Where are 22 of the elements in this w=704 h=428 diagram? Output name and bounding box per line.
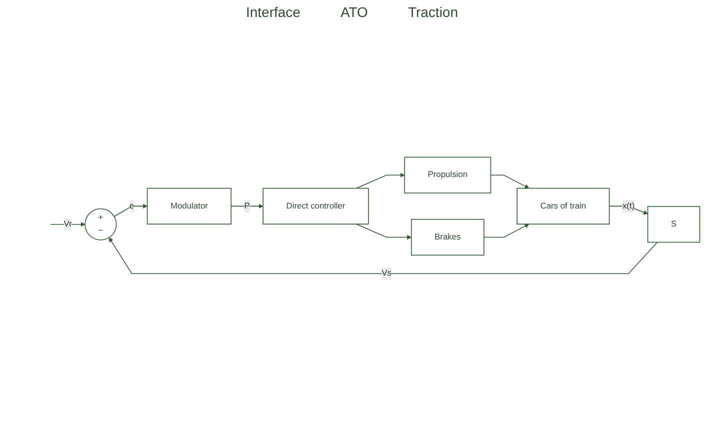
- node-box: Brakes: [410, 219, 484, 256]
- arrow: [230, 204, 264, 209]
- node-box: Direct controller: [262, 188, 369, 225]
- node-box: Cars of train: [516, 188, 610, 225]
- node-circle: + −: [84, 208, 117, 241]
- region-label: ATO: [340, 4, 368, 20]
- edge-label: Vr: [64, 220, 72, 230]
- node-box: Modulator: [146, 188, 232, 225]
- arrow: [108, 238, 658, 274]
- edge-label: P: [244, 202, 250, 211]
- edge-label: x(t): [622, 202, 635, 211]
- arrow: [356, 173, 405, 190]
- node-box: Propulsion: [404, 157, 492, 194]
- arrow: [356, 224, 412, 240]
- edge-label: e: [129, 202, 134, 211]
- edge-label: Vs: [382, 269, 392, 278]
- region-label: Traction: [408, 4, 458, 20]
- arrow: [114, 204, 148, 218]
- interface-label: Interface: [246, 4, 300, 20]
- arrow: [484, 224, 530, 238]
- node-box: S: [647, 206, 700, 244]
- arrow: [490, 175, 530, 189]
